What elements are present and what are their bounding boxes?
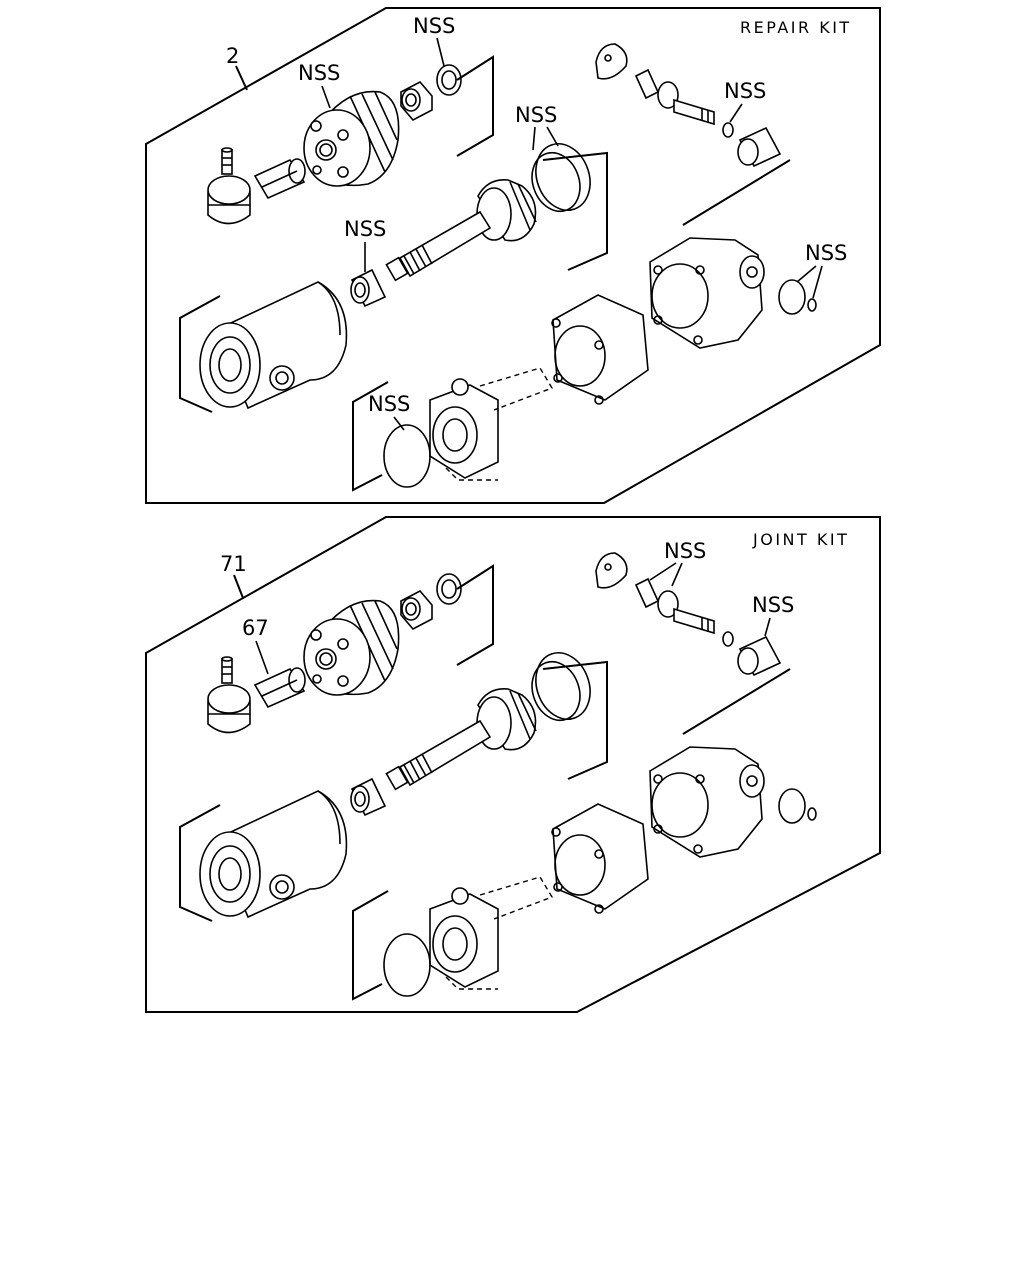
kit-title: JOINT KIT — [752, 530, 849, 549]
nss-label: NSS — [752, 593, 794, 617]
kit-title: REPAIR KIT — [740, 18, 852, 37]
assembly-ref-label: 71 — [220, 552, 247, 576]
nss-label: NSS — [724, 79, 766, 103]
nss-label: NSS — [664, 539, 706, 563]
nss-label: NSS — [298, 61, 340, 85]
joint-kit-panel: JOINT KIT 71 67 NSS NSS — [145, 516, 881, 1013]
part-ref-label: 67 — [242, 616, 269, 640]
repair-kit-panel: REPAIR KIT 2 NSS NSS NSS NSS NSS NSS NSS — [145, 7, 881, 504]
nss-label: NSS — [368, 392, 410, 416]
assembly-ref-label: 2 — [226, 44, 239, 68]
nss-label: NSS — [413, 14, 455, 38]
nss-label: NSS — [344, 217, 386, 241]
nss-label: NSS — [805, 241, 847, 265]
nss-label: NSS — [515, 103, 557, 127]
